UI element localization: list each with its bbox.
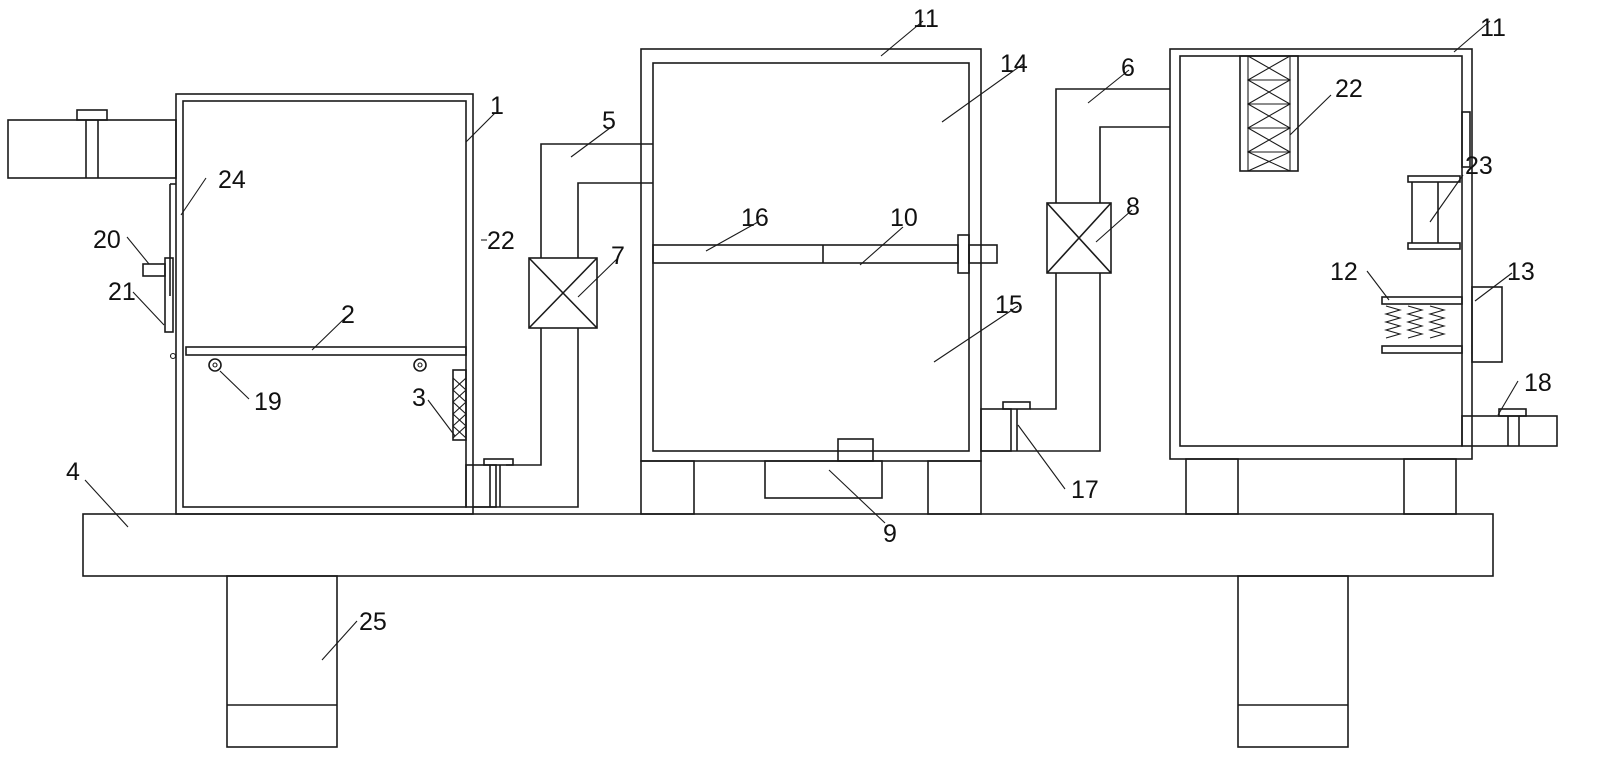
roller-19 — [208, 358, 427, 372]
leader-lines — [84, 20, 1519, 661]
filter-column-22 — [1239, 55, 1299, 172]
label-23: 23 — [1465, 152, 1493, 180]
label-11-right: 11 — [1480, 14, 1506, 42]
label-18: 18 — [1524, 369, 1552, 397]
label-24: 24 — [218, 166, 246, 194]
access-panel — [1461, 111, 1471, 168]
tank-3 — [1169, 48, 1473, 460]
support-leg-right — [1237, 575, 1349, 748]
label-17: 17 — [1071, 476, 1099, 504]
label-4: 4 — [66, 458, 80, 486]
label-15: 15 — [995, 291, 1023, 319]
tank-3-legs — [1185, 458, 1457, 515]
tank-2 — [640, 48, 982, 462]
tank-1 — [175, 93, 474, 515]
heater-3 — [452, 369, 467, 441]
valve-17 — [980, 401, 1031, 452]
control-box-13 — [1471, 286, 1503, 363]
label-22-left: 22 — [487, 227, 515, 255]
label-12: 12 — [1330, 258, 1358, 286]
label-10: 10 — [890, 204, 918, 232]
label-14: 14 — [1000, 50, 1028, 78]
label-8: 8 — [1126, 193, 1140, 221]
filter-plate-2 — [185, 346, 467, 356]
pump-7 — [528, 257, 598, 329]
label-11-middle: 11 — [913, 5, 939, 33]
label-16: 16 — [741, 204, 769, 232]
reference-numerals: 1 2 3 4 5 6 7 8 9 10 11 11 12 13 14 15 1… — [66, 5, 1552, 636]
spring-heater-12 — [1381, 296, 1463, 354]
feed-conveyor — [7, 109, 177, 179]
label-21: 21 — [108, 278, 136, 306]
pump-8 — [1046, 202, 1112, 274]
discharge-valve-9 — [764, 438, 883, 499]
label-13: 13 — [1507, 258, 1535, 286]
separator-plate-16-10 — [652, 234, 998, 274]
label-19: 19 — [254, 388, 282, 416]
label-9: 9 — [883, 520, 897, 548]
label-25: 25 — [359, 608, 387, 636]
label-22-right: 22 — [1335, 75, 1363, 103]
label-7: 7 — [611, 242, 625, 270]
base-platform — [82, 513, 1494, 577]
label-6: 6 — [1121, 54, 1135, 82]
support-leg-left — [226, 575, 338, 748]
side-door-24 — [142, 183, 177, 360]
bracket-23 — [1407, 175, 1461, 250]
label-20: 20 — [93, 226, 121, 254]
tank-2-legs — [640, 460, 982, 515]
outlet-pipe-18 — [1461, 408, 1558, 447]
label-3: 3 — [412, 384, 426, 412]
label-5: 5 — [602, 107, 616, 135]
label-1: 1 — [490, 92, 504, 120]
label-2: 2 — [341, 301, 355, 329]
